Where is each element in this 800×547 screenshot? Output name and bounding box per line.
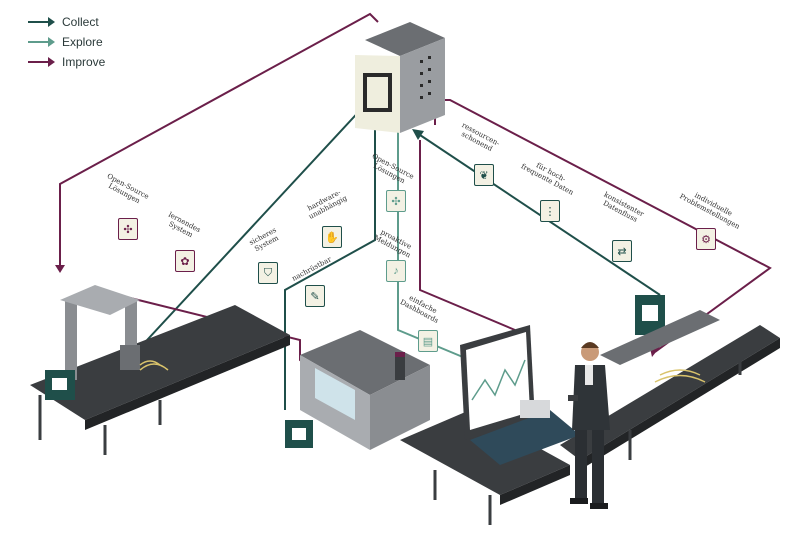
legend-label-improve: Improve bbox=[62, 55, 106, 69]
improve-line-center bbox=[419, 140, 516, 331]
puzzle-icon: ✣ bbox=[386, 190, 406, 212]
leaf-icon: ❦ bbox=[474, 164, 494, 186]
conveyor-right bbox=[560, 325, 780, 470]
right-station bbox=[600, 295, 720, 383]
explore-arrow-icon bbox=[28, 37, 56, 47]
gear-hand-icon: ⚙ bbox=[696, 228, 716, 250]
dashboard-station bbox=[460, 325, 580, 465]
brain-icon: ✿ bbox=[175, 250, 195, 272]
bell-icon: ♪ bbox=[386, 260, 406, 282]
legend-item-improve: Improve bbox=[28, 52, 105, 72]
person-figure bbox=[568, 342, 610, 509]
hand-icon: ✋ bbox=[322, 226, 342, 248]
flow-icon: ⇄ bbox=[612, 240, 632, 262]
improve-arrow-icon bbox=[28, 57, 56, 67]
collect-arrow-icon bbox=[28, 17, 56, 27]
collect-arrowhead-right bbox=[412, 129, 424, 140]
inspection-machine bbox=[285, 330, 430, 450]
dashboard-icon: ▤ bbox=[418, 330, 438, 352]
puzzle-icon: ✣ bbox=[118, 218, 138, 240]
legend-item-explore: Explore bbox=[28, 32, 105, 52]
improve-arrowhead-left bbox=[55, 265, 65, 273]
improve-line-left bbox=[59, 12, 379, 265]
robot-arm bbox=[45, 285, 169, 400]
legend-label-explore: Explore bbox=[62, 35, 103, 49]
server-rack bbox=[355, 22, 445, 133]
collect-line-middle bbox=[284, 120, 376, 410]
conveyor-left bbox=[30, 305, 290, 455]
legend-item-collect: Collect bbox=[28, 12, 105, 32]
shield-icon: ⛉ bbox=[258, 262, 278, 284]
wrench-icon: ✎ bbox=[305, 285, 325, 307]
data-stream-icon: ⋮ bbox=[540, 200, 560, 222]
legend-label-collect: Collect bbox=[62, 15, 99, 29]
legend: Collect Explore Improve bbox=[28, 12, 105, 72]
